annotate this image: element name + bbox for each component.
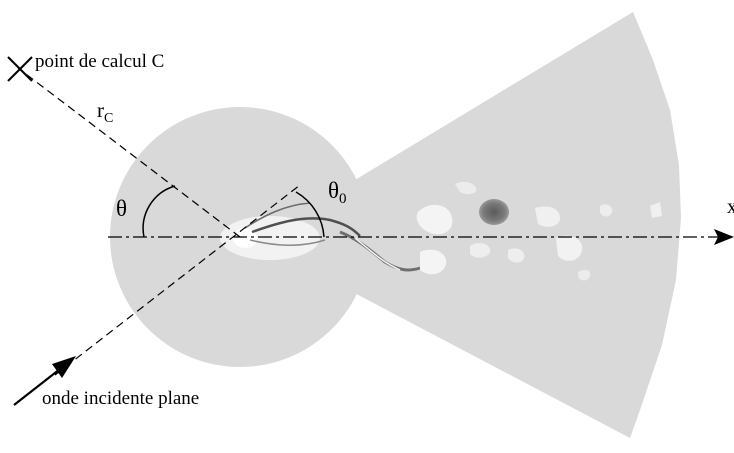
- x-axis-label: x: [727, 196, 734, 218]
- theta-arc: [142, 185, 176, 238]
- point-label: point de calcul C: [35, 51, 164, 72]
- theta0-arc: [295, 191, 325, 238]
- rc-label: rC: [97, 98, 113, 126]
- theta0-label: θ0: [328, 178, 347, 207]
- theta-label: θ: [116, 196, 127, 221]
- rc-line: [17, 67, 241, 238]
- incident-wave-arrow-shaft: [13, 368, 61, 406]
- incident-wave-label: onde incidente plane: [42, 388, 199, 409]
- sector-domain: [345, 12, 681, 438]
- point-c-cross-icon: [7, 56, 33, 82]
- incident-wave-arrowhead: [52, 356, 76, 378]
- x-axis-arrowhead: [714, 229, 734, 245]
